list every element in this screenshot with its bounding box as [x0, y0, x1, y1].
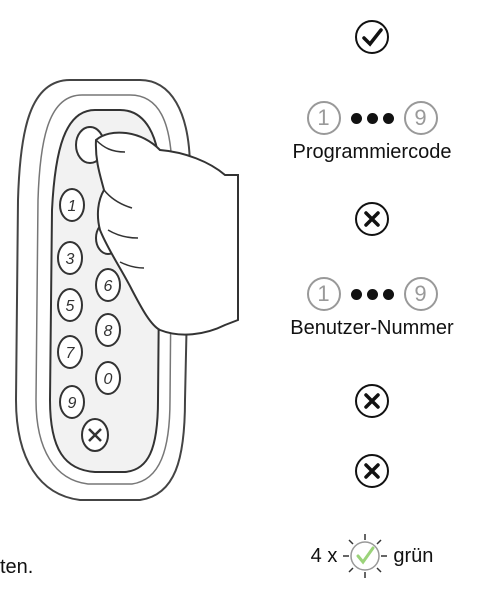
- x-icon: [355, 384, 389, 418]
- key-0: [95, 361, 121, 395]
- step-cancel-1: [255, 202, 489, 236]
- programming-code-label: Programmiercode: [292, 141, 452, 163]
- led-blink-icon: [343, 534, 388, 578]
- user-number-label: Benutzer-Nummer: [290, 317, 454, 339]
- key-9: [59, 385, 85, 419]
- step-cancel-3: [255, 454, 489, 488]
- step-blink-green: 4 x grün: [255, 532, 489, 580]
- key-label-5: 5: [66, 298, 75, 315]
- digit-last: 9: [403, 277, 438, 311]
- hand-finger-lines: [95, 139, 145, 269]
- step-programming-code: 1 9 Programmiercode: [255, 96, 489, 164]
- key-label-6: 6: [104, 278, 113, 295]
- key-label-1: 1: [68, 198, 77, 215]
- digit-first: 1: [306, 101, 341, 135]
- hand: [94, 131, 239, 336]
- blink-row: 4 x grün: [255, 532, 489, 580]
- key-3: [57, 241, 83, 275]
- blink-count: 4 x: [310, 544, 338, 567]
- x-icon: [355, 454, 389, 488]
- key-6: [95, 268, 121, 302]
- key-8: [95, 313, 121, 347]
- keypad-backplate-inner: [35, 94, 173, 485]
- user-digit-row: 1 9: [255, 272, 489, 316]
- step-user-number: 1 9 Benutzer-Nummer: [255, 272, 489, 340]
- digit-last: 9: [403, 101, 438, 135]
- key-label-7: 7: [66, 345, 76, 362]
- key-label-8: 8: [104, 323, 113, 340]
- blink-color: grün: [393, 544, 434, 567]
- step-cancel-2: [255, 384, 489, 418]
- key-1: [59, 188, 85, 222]
- key-7: [57, 335, 83, 369]
- key-label-0: 0: [104, 371, 113, 388]
- step-confirm: [255, 20, 489, 54]
- key-5: [57, 288, 83, 322]
- digit-first: 1: [306, 277, 341, 311]
- key-label-9: 9: [68, 395, 77, 412]
- check-icon: [355, 20, 389, 54]
- keypad-illustration: 1 3 5 7 9 6 8 0: [14, 79, 239, 501]
- x-icon: [355, 202, 389, 236]
- ellipsis-dots: [350, 112, 394, 124]
- ellipsis-dots: [350, 288, 394, 300]
- key-label-3: 3: [66, 251, 75, 268]
- key-cancel-x: [88, 428, 102, 442]
- footer-text: ten.: [0, 556, 34, 578]
- code-digit-row: 1 9: [255, 96, 489, 140]
